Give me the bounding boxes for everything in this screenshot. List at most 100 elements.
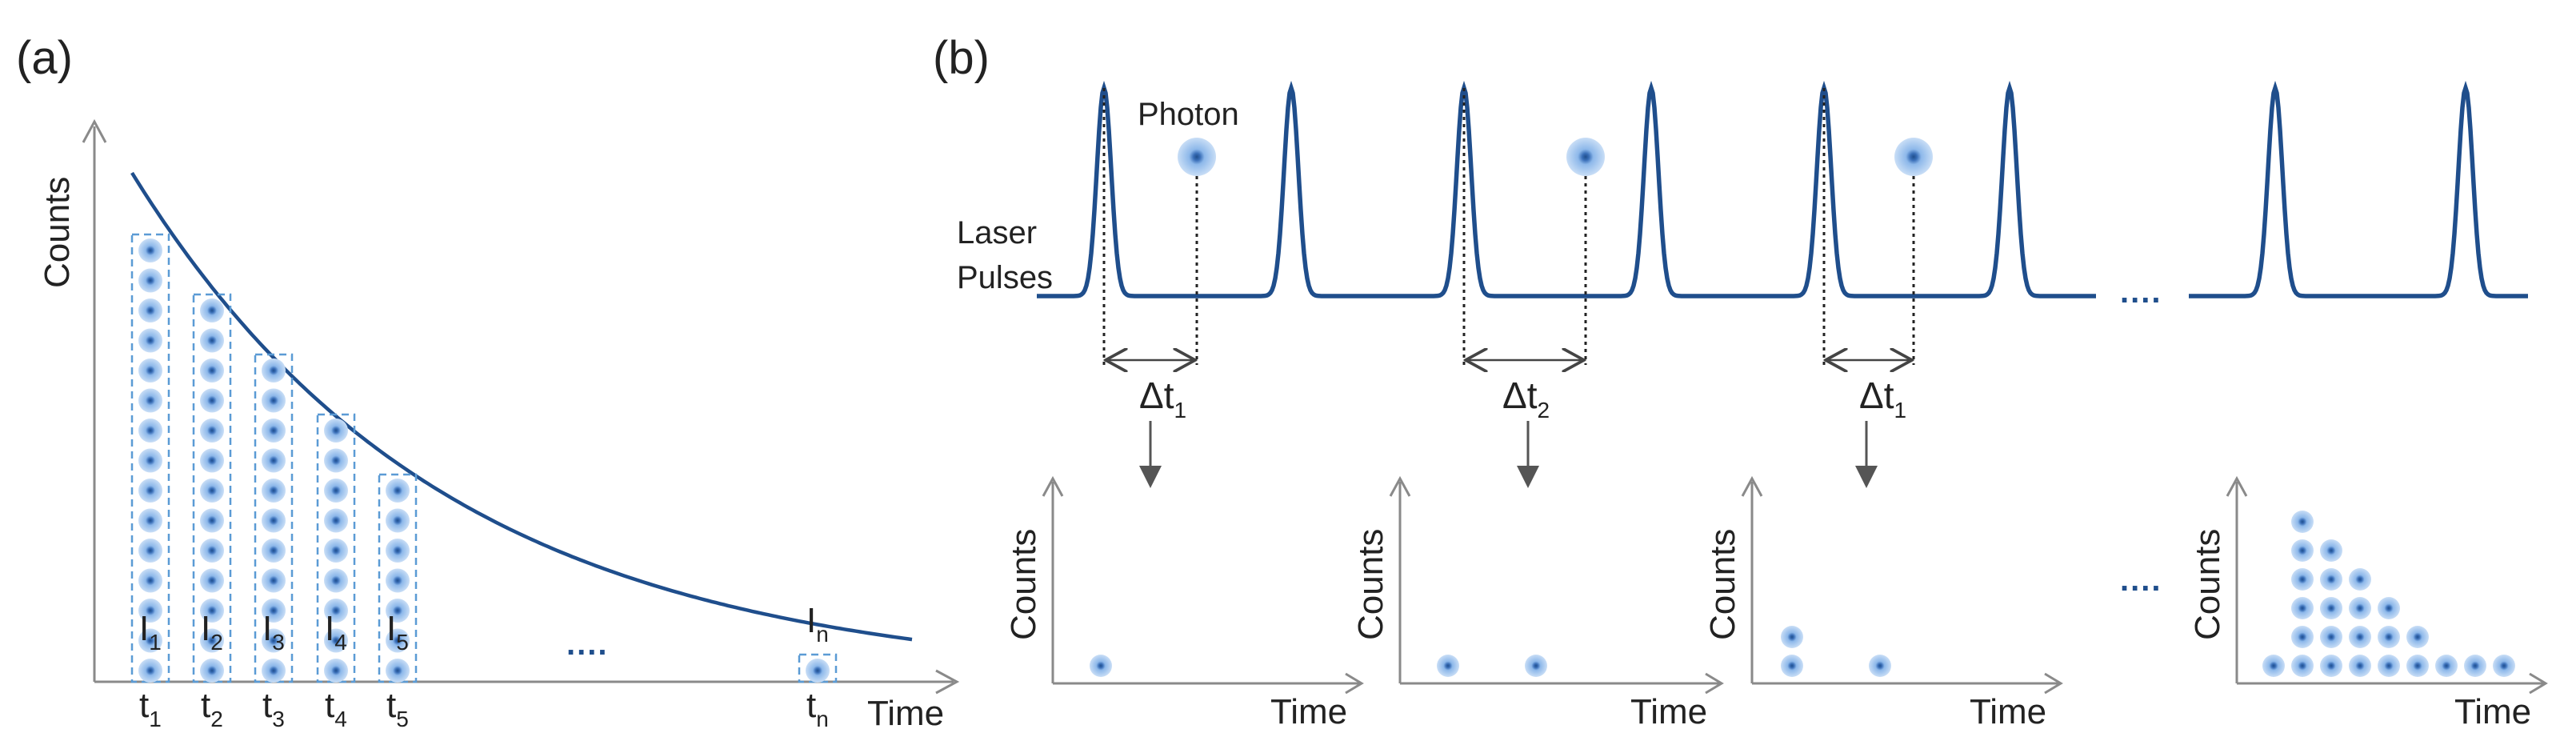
time-label: t1 xyxy=(139,686,162,731)
panel-a-label: (a) xyxy=(16,32,73,84)
photon-icon xyxy=(138,358,162,383)
photon-icon xyxy=(200,328,224,353)
photon-icon xyxy=(138,448,162,473)
histogram-x-label: Time xyxy=(1970,692,2046,731)
laser-pulse-train-1 xyxy=(1037,80,2096,298)
time-label-main: t xyxy=(139,686,149,725)
intensity-label-main: I xyxy=(325,609,334,648)
photon-icon xyxy=(138,388,162,413)
photon-icon xyxy=(138,659,162,683)
photon-icon xyxy=(1781,655,1803,677)
photon-icon xyxy=(2291,511,2314,533)
photon-icon xyxy=(200,659,224,683)
delay-label-subscript: 1 xyxy=(1174,398,1187,423)
intensity-label-subscript: 3 xyxy=(272,630,285,655)
photon-icon xyxy=(386,539,410,563)
photon-icon xyxy=(2291,597,2314,619)
panel-a: (a) Counts Time I1t1I2t2I3t3I4t4I5t5Intn… xyxy=(16,32,960,733)
photon-icon xyxy=(2349,597,2371,619)
photon-icon xyxy=(2378,626,2400,648)
panel-a-y-label: Counts xyxy=(38,177,77,288)
photon-icon xyxy=(138,599,162,623)
histogram-y-arrow-icon xyxy=(2226,475,2248,497)
photon-icon xyxy=(200,419,224,443)
intensity-label: I5 xyxy=(386,609,409,655)
delay-label: Δt1 xyxy=(1859,375,1906,423)
time-label-main: t xyxy=(201,686,210,725)
photon-icon xyxy=(324,539,348,563)
photon-label: Photon xyxy=(1138,97,1239,132)
histogram-x-arrow-icon xyxy=(2529,672,2548,695)
photon-icon xyxy=(2320,539,2342,562)
panel-a-y-arrow-icon xyxy=(82,118,107,143)
photon-icon xyxy=(2291,626,2314,648)
histogram-y-label: Counts xyxy=(2188,529,2227,640)
histogram-ellipsis: .... xyxy=(2120,563,2162,598)
down-arrowhead-icon xyxy=(1517,466,1539,488)
photon-icon xyxy=(2406,655,2429,677)
photon-icon xyxy=(2406,626,2429,648)
photon-icon xyxy=(2349,655,2371,677)
photon-icon xyxy=(324,568,348,593)
photon-icon xyxy=(262,568,286,593)
photon-icon xyxy=(324,628,348,653)
histogram-y-label: Counts xyxy=(1351,529,1390,640)
photon-icon xyxy=(806,659,830,683)
histogram-x-arrow-icon xyxy=(1705,672,1724,695)
photon-icon xyxy=(1525,655,1547,677)
intensity-label-main: I xyxy=(806,601,816,640)
photon-icon xyxy=(324,599,348,623)
down-arrowhead-icon xyxy=(1139,466,1162,488)
time-label-main: t xyxy=(386,686,396,725)
photon-icon xyxy=(1781,626,1803,648)
intensity-label-subscript: 1 xyxy=(149,630,162,655)
photon-icon xyxy=(324,659,348,683)
histogram-y-arrow-icon xyxy=(1389,475,1411,497)
photon-icon xyxy=(2320,568,2342,591)
intensity-label-main: I xyxy=(139,609,149,648)
time-bin-border xyxy=(378,473,418,683)
photon-icon xyxy=(1437,655,1459,677)
photon-delay-group: Δt1 xyxy=(1822,88,1933,488)
time-bin-border xyxy=(130,233,170,683)
photon-icon xyxy=(386,479,410,503)
photon-icon xyxy=(2435,655,2458,677)
photon-icon xyxy=(262,358,286,383)
photon-icon xyxy=(138,508,162,533)
photon-icon xyxy=(262,419,286,443)
photon-icon xyxy=(262,508,286,533)
time-label-main: t xyxy=(262,686,272,725)
photon-icon xyxy=(138,419,162,443)
photon-icon xyxy=(262,448,286,473)
photon-icon xyxy=(262,388,286,413)
intensity-label: In xyxy=(806,601,829,647)
photon-icon xyxy=(1090,655,1112,677)
photon-icon xyxy=(1869,655,1891,677)
delay-label: Δt1 xyxy=(1139,375,1186,423)
histogram-x-arrow-icon xyxy=(2044,672,2063,695)
time-label-subscript: 3 xyxy=(272,707,285,731)
time-label-subscript: n xyxy=(816,707,829,731)
time-bin-border xyxy=(798,653,838,683)
photon-icon xyxy=(200,479,224,503)
time-label: t5 xyxy=(386,686,409,731)
photon-icon xyxy=(386,599,410,623)
photon-icon xyxy=(2320,626,2342,648)
photon-icon xyxy=(324,479,348,503)
photon-icon xyxy=(138,268,162,293)
intensity-label-subscript: 2 xyxy=(210,630,223,655)
intensity-label-main: I xyxy=(262,609,272,648)
intensity-label: I4 xyxy=(325,609,347,655)
photon-icon xyxy=(1566,138,1605,176)
photon-icon xyxy=(138,568,162,593)
intensity-label: I3 xyxy=(262,609,285,655)
histogram-y-label: Counts xyxy=(1004,529,1043,640)
